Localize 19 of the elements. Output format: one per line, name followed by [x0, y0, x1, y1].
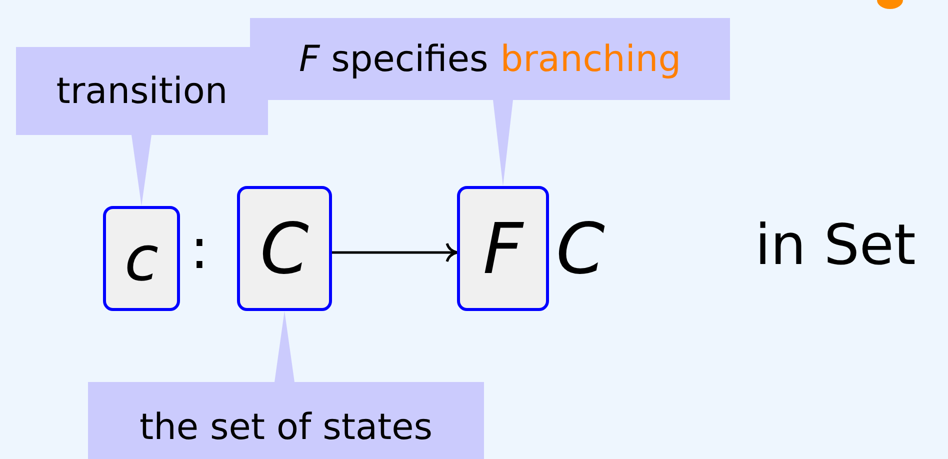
math-symbol: c	[124, 228, 159, 290]
math-symbol: F	[482, 214, 524, 284]
callout-box	[250, 18, 730, 100]
formula-text: in Set	[755, 218, 916, 274]
callout-box	[88, 382, 484, 459]
highlight-box	[457, 186, 549, 311]
callout-text: F specifies	[298, 38, 488, 80]
math-symbol: C	[260, 214, 309, 284]
highlight-box	[103, 206, 180, 311]
callout-pointer	[132, 135, 152, 206]
callout-box	[16, 47, 268, 135]
formula-text: C	[556, 214, 605, 284]
callout-pointer	[274, 311, 294, 382]
callout-text: branching	[500, 38, 682, 80]
formula-text: :	[190, 222, 209, 278]
callout-text: the set of states	[139, 406, 433, 448]
callout-pointer	[493, 100, 513, 186]
highlight-box	[237, 186, 332, 311]
callout-text: transition	[56, 70, 228, 112]
